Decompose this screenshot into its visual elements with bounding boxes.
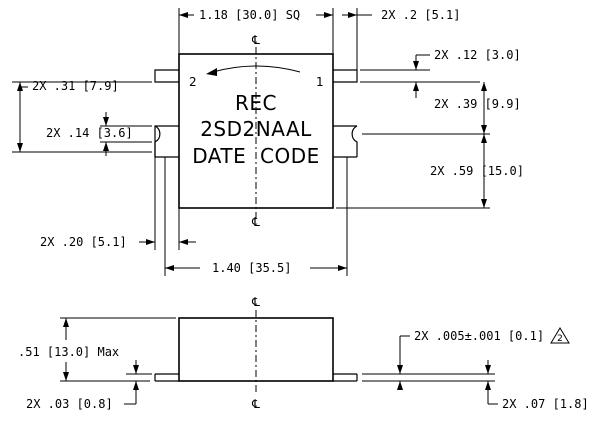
marking-line-1: REC <box>235 91 277 115</box>
dim-lead-height: 2X .07 [1.8] <box>502 397 589 411</box>
centerline-symbol-top: ℄ <box>251 33 260 47</box>
dim-flange-to-lead: 2X .20 [5.1] <box>40 235 127 249</box>
dim-lead-thickness: 2X .005±.001 [0.1] <box>414 329 544 343</box>
dim-lead-offset-left: 2X .31 [7.9] <box>32 79 119 93</box>
pin-label-2: 2 <box>189 75 197 89</box>
orientation-arrow <box>212 65 301 73</box>
svg-text:2: 2 <box>557 334 563 344</box>
pin-label-1: 1 <box>316 75 324 89</box>
dim-standoff: 2X .03 [0.8] <box>26 397 113 411</box>
dim-lead-offset-right: 2X .39 [9.9] <box>434 97 521 111</box>
dim-hole-diameter: 2X .14 [3.6] <box>46 126 133 140</box>
centerline-symbol-side-bottom: ℄ <box>251 397 260 411</box>
dim-height-max: .51 [13.0] Max <box>18 345 119 359</box>
dim-lead-to-edge: 2X .59 [15.0] <box>430 164 524 178</box>
side-view: ℄ ℄ .51 [13.0] Max 2X .03 [0.8] 2X .005±… <box>18 295 589 411</box>
dim-lead-length: 2X .2 [5.1] <box>381 8 460 22</box>
centerline-symbol-side-top: ℄ <box>251 295 260 309</box>
dim-lead-width: 2X .12 [3.0] <box>434 48 521 62</box>
top-view: 2 1 REC 2SD2NAAL DATE CODE ℄ ℄ 1.18 [30.… <box>12 8 524 276</box>
lead-left <box>154 69 179 158</box>
centerline-symbol-bottom: ℄ <box>251 215 260 229</box>
marking-line-3: DATE CODE <box>192 144 320 168</box>
lead-right <box>333 69 358 158</box>
note-triangle-icon: 2 <box>550 327 570 344</box>
dim-overall-width: 1.40 [35.5] <box>212 261 291 275</box>
dim-body-width: 1.18 [30.0] SQ <box>199 8 300 22</box>
marking-line-2: 2SD2NAAL <box>200 117 312 141</box>
